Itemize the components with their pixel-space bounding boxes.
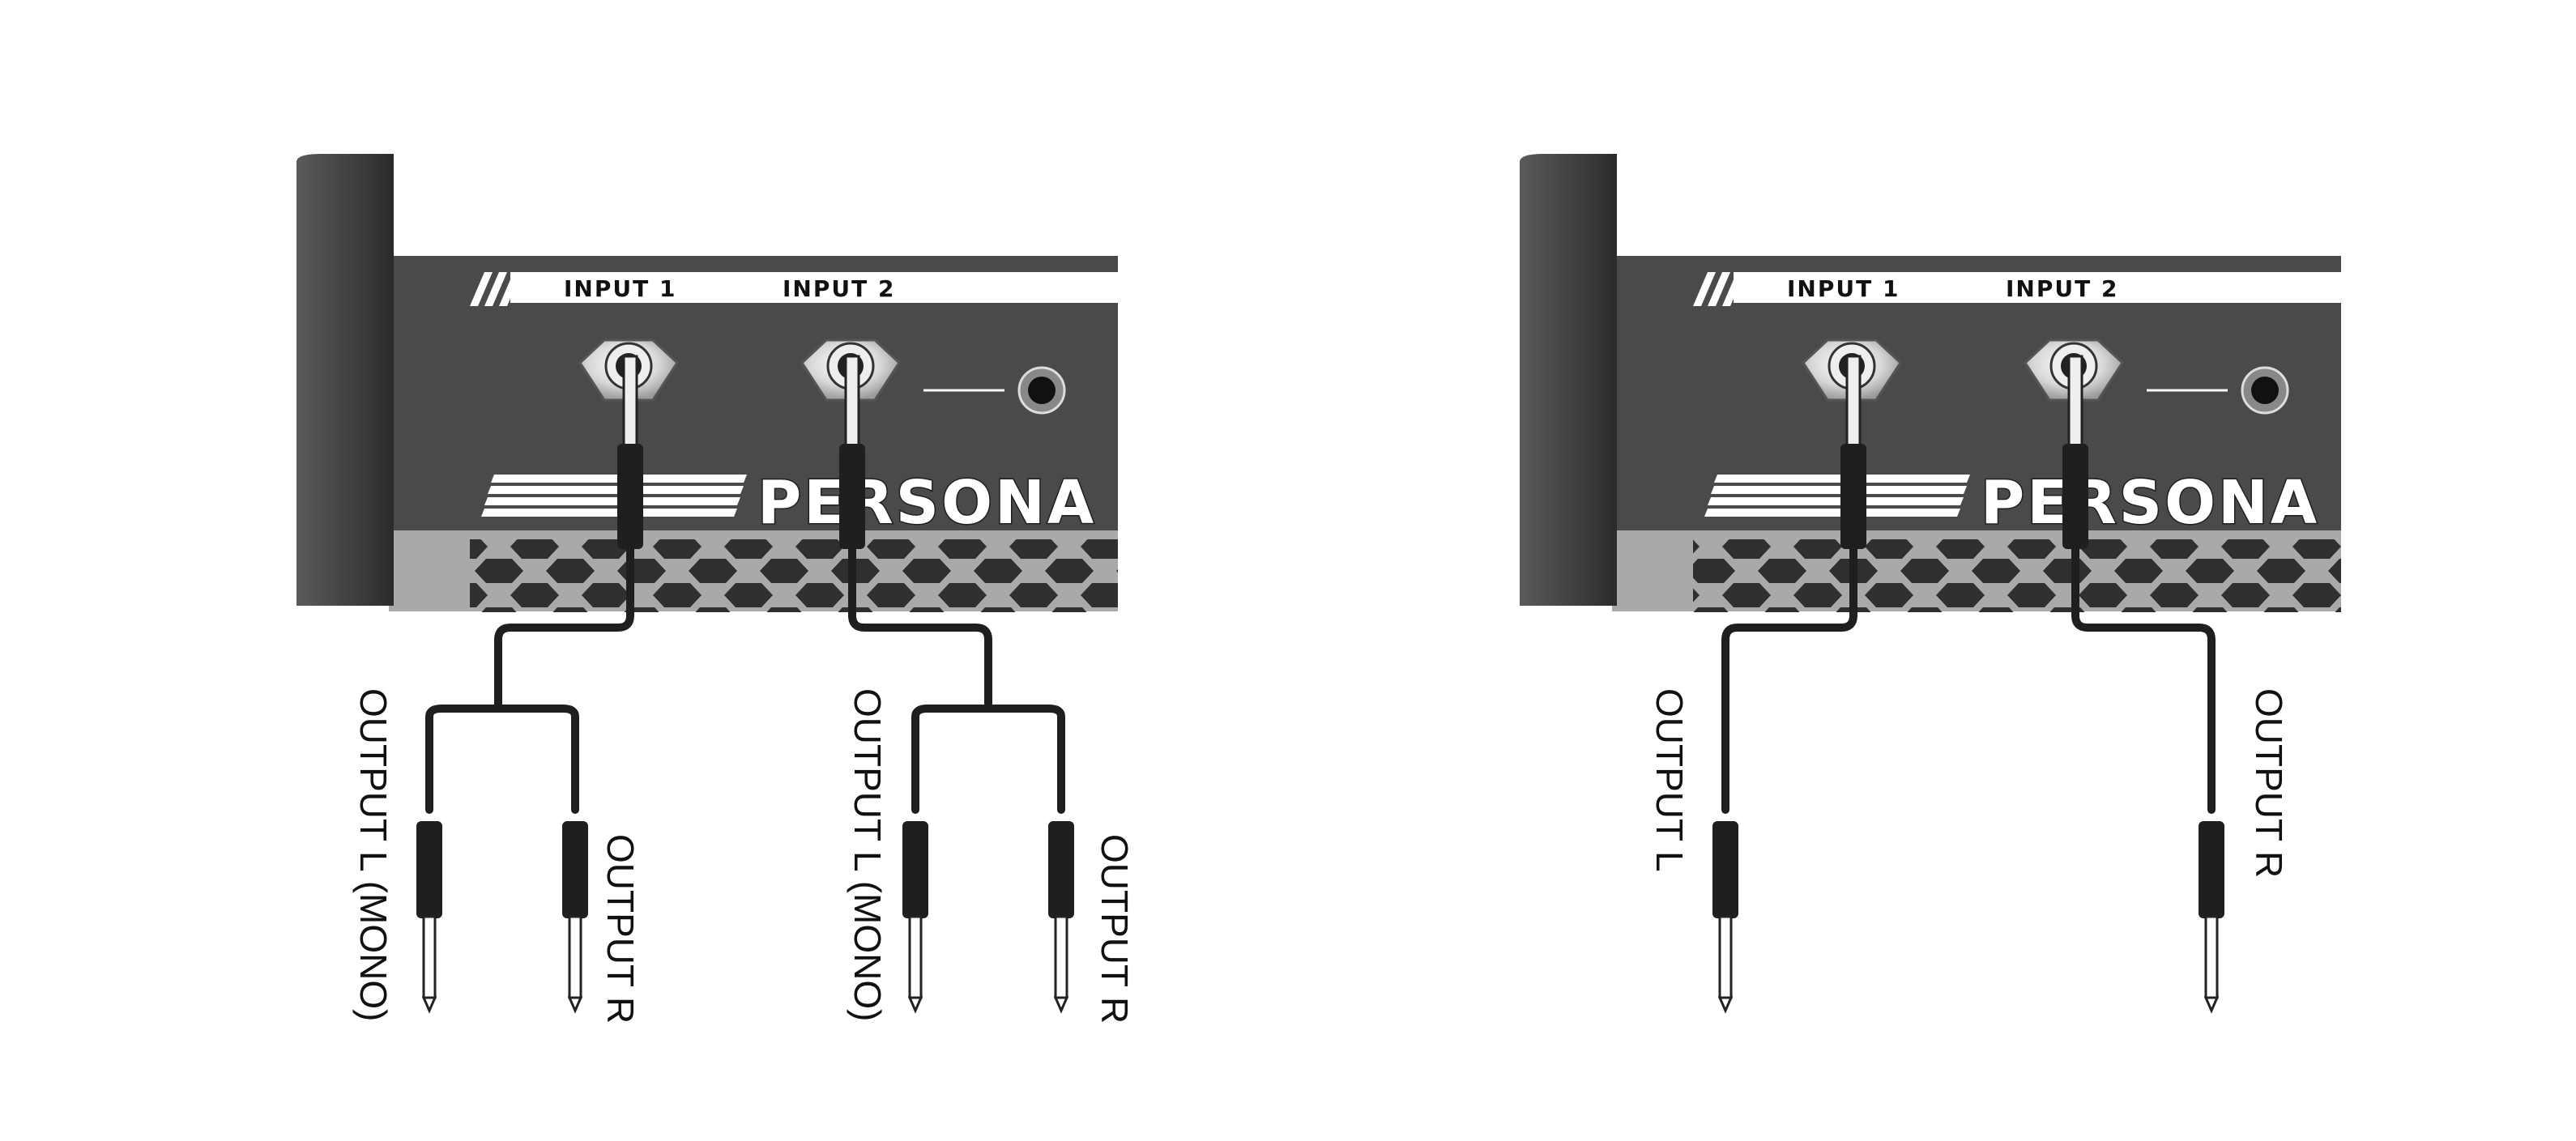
stripe-logo (481, 475, 747, 517)
brand-text: PERSONA (1981, 468, 2319, 538)
amp-panel: INPUT 1 INPUT 2 PERSONA (1612, 256, 2341, 612)
plug-input1 (1840, 355, 1866, 549)
side-handle-left (296, 154, 394, 606)
label-strip (510, 272, 1118, 303)
input2-label: INPUT 2 (2006, 275, 2118, 302)
brand-text: PERSONA (757, 468, 1096, 538)
input2-label: INPUT 2 (783, 275, 895, 302)
output-plug-r (2199, 821, 2224, 1014)
amp-panel: INPUT 1 INPUT 2 PERSONA (389, 256, 1118, 612)
output-label-l1: OUTPUT L (MONO) (352, 688, 395, 1021)
indicator-led (2241, 366, 2289, 415)
output-plug-l2 (902, 821, 928, 1014)
diagram-right: INPUT 1 INPUT 2 PERSONA (1612, 256, 2341, 612)
stripe-logo (1704, 475, 1970, 517)
label-strip (1734, 272, 2341, 303)
cables-right (1721, 545, 2216, 814)
output-label-l: OUTPUT L (1648, 688, 1691, 872)
plug-input2 (839, 355, 865, 549)
diagram-left: INPUT 1 INPUT 2 PERSONA (389, 256, 1118, 612)
input1-label: INPUT 1 (1787, 275, 1900, 302)
cables-left (425, 545, 1065, 814)
side-handle-right (1520, 154, 1617, 606)
output-plug-l (1712, 821, 1738, 1014)
output-plug-r2 (1048, 821, 1074, 1014)
output-label-r1: OUTPUT R (599, 834, 642, 1024)
plug-input2 (2062, 355, 2088, 549)
output-label-l2: OUTPUT L (MONO) (847, 688, 889, 1021)
output-plug-l1 (416, 821, 442, 1014)
output-plug-r1 (562, 821, 588, 1014)
plug-input1 (617, 355, 643, 549)
output-label-r: OUTPUT R (2248, 688, 2290, 878)
input1-label: INPUT 1 (564, 275, 676, 302)
indicator-led (1017, 366, 1066, 415)
output-label-r2: OUTPUT R (1094, 834, 1136, 1024)
